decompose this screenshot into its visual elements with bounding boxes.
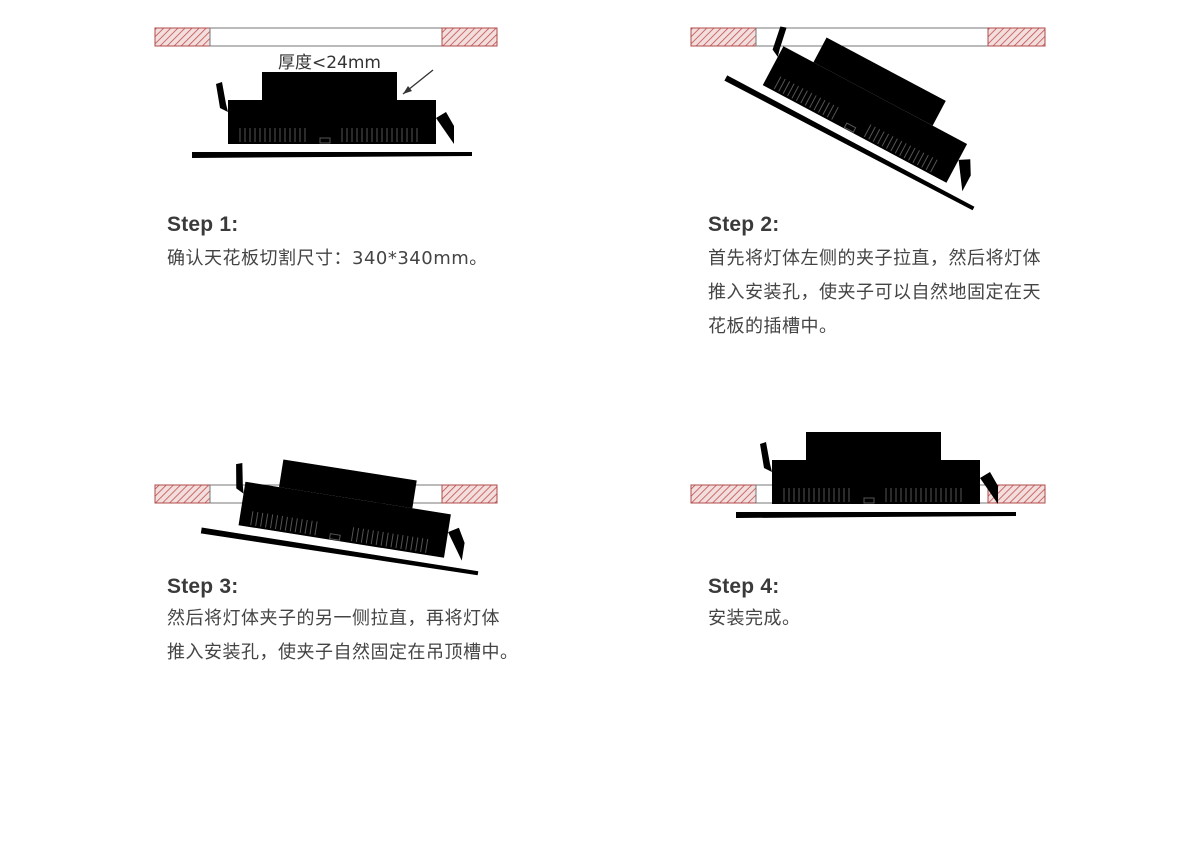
step-description: 然后将灯体夹子的另一侧拉直，再将灯体 推入安装孔，使夹子自然固定在吊顶槽中。 xyxy=(167,608,519,663)
step-3-diagram xyxy=(154,448,498,578)
step-title: Step 1: xyxy=(167,213,239,236)
thickness-label: 厚度<24mm xyxy=(278,53,381,73)
step-4: Step 4: 安装完成。 xyxy=(686,430,1200,670)
step-title: Step 2: xyxy=(708,213,780,236)
panel-light-icon xyxy=(200,448,491,578)
panel-light-icon xyxy=(736,432,1016,518)
step-2: Step 2: 首先将灯体左侧的夹子拉直，然后将灯体 推入安装孔，使夹子可以自然… xyxy=(686,4,1200,340)
ceiling-panel xyxy=(154,27,498,47)
step-4-diagram xyxy=(690,432,1046,518)
ceiling-panel xyxy=(690,27,1046,47)
arrow-icon xyxy=(402,69,434,95)
step-description: 首先将灯体左侧的夹子拉直，然后将灯体 推入安装孔，使夹子可以自然地固定在天 花板… xyxy=(708,248,1041,337)
step-1: 厚度<24mm Step 1: 确认天花板切割尺寸：340*340mm。 xyxy=(150,20,710,300)
step-description: 安装完成。 xyxy=(708,608,801,629)
step-title: Step 3: xyxy=(167,575,239,598)
step-2-diagram xyxy=(690,4,1046,213)
step-title: Step 4: xyxy=(708,575,780,598)
step-1-diagram: 厚度<24mm xyxy=(154,27,498,158)
step-description: 确认天花板切割尺寸：340*340mm。 xyxy=(167,248,488,269)
panel-light-icon xyxy=(192,72,472,158)
step-3: Step 3: 然后将灯体夹子的另一侧拉直，再将灯体 推入安装孔，使夹子自然固定… xyxy=(150,430,710,710)
